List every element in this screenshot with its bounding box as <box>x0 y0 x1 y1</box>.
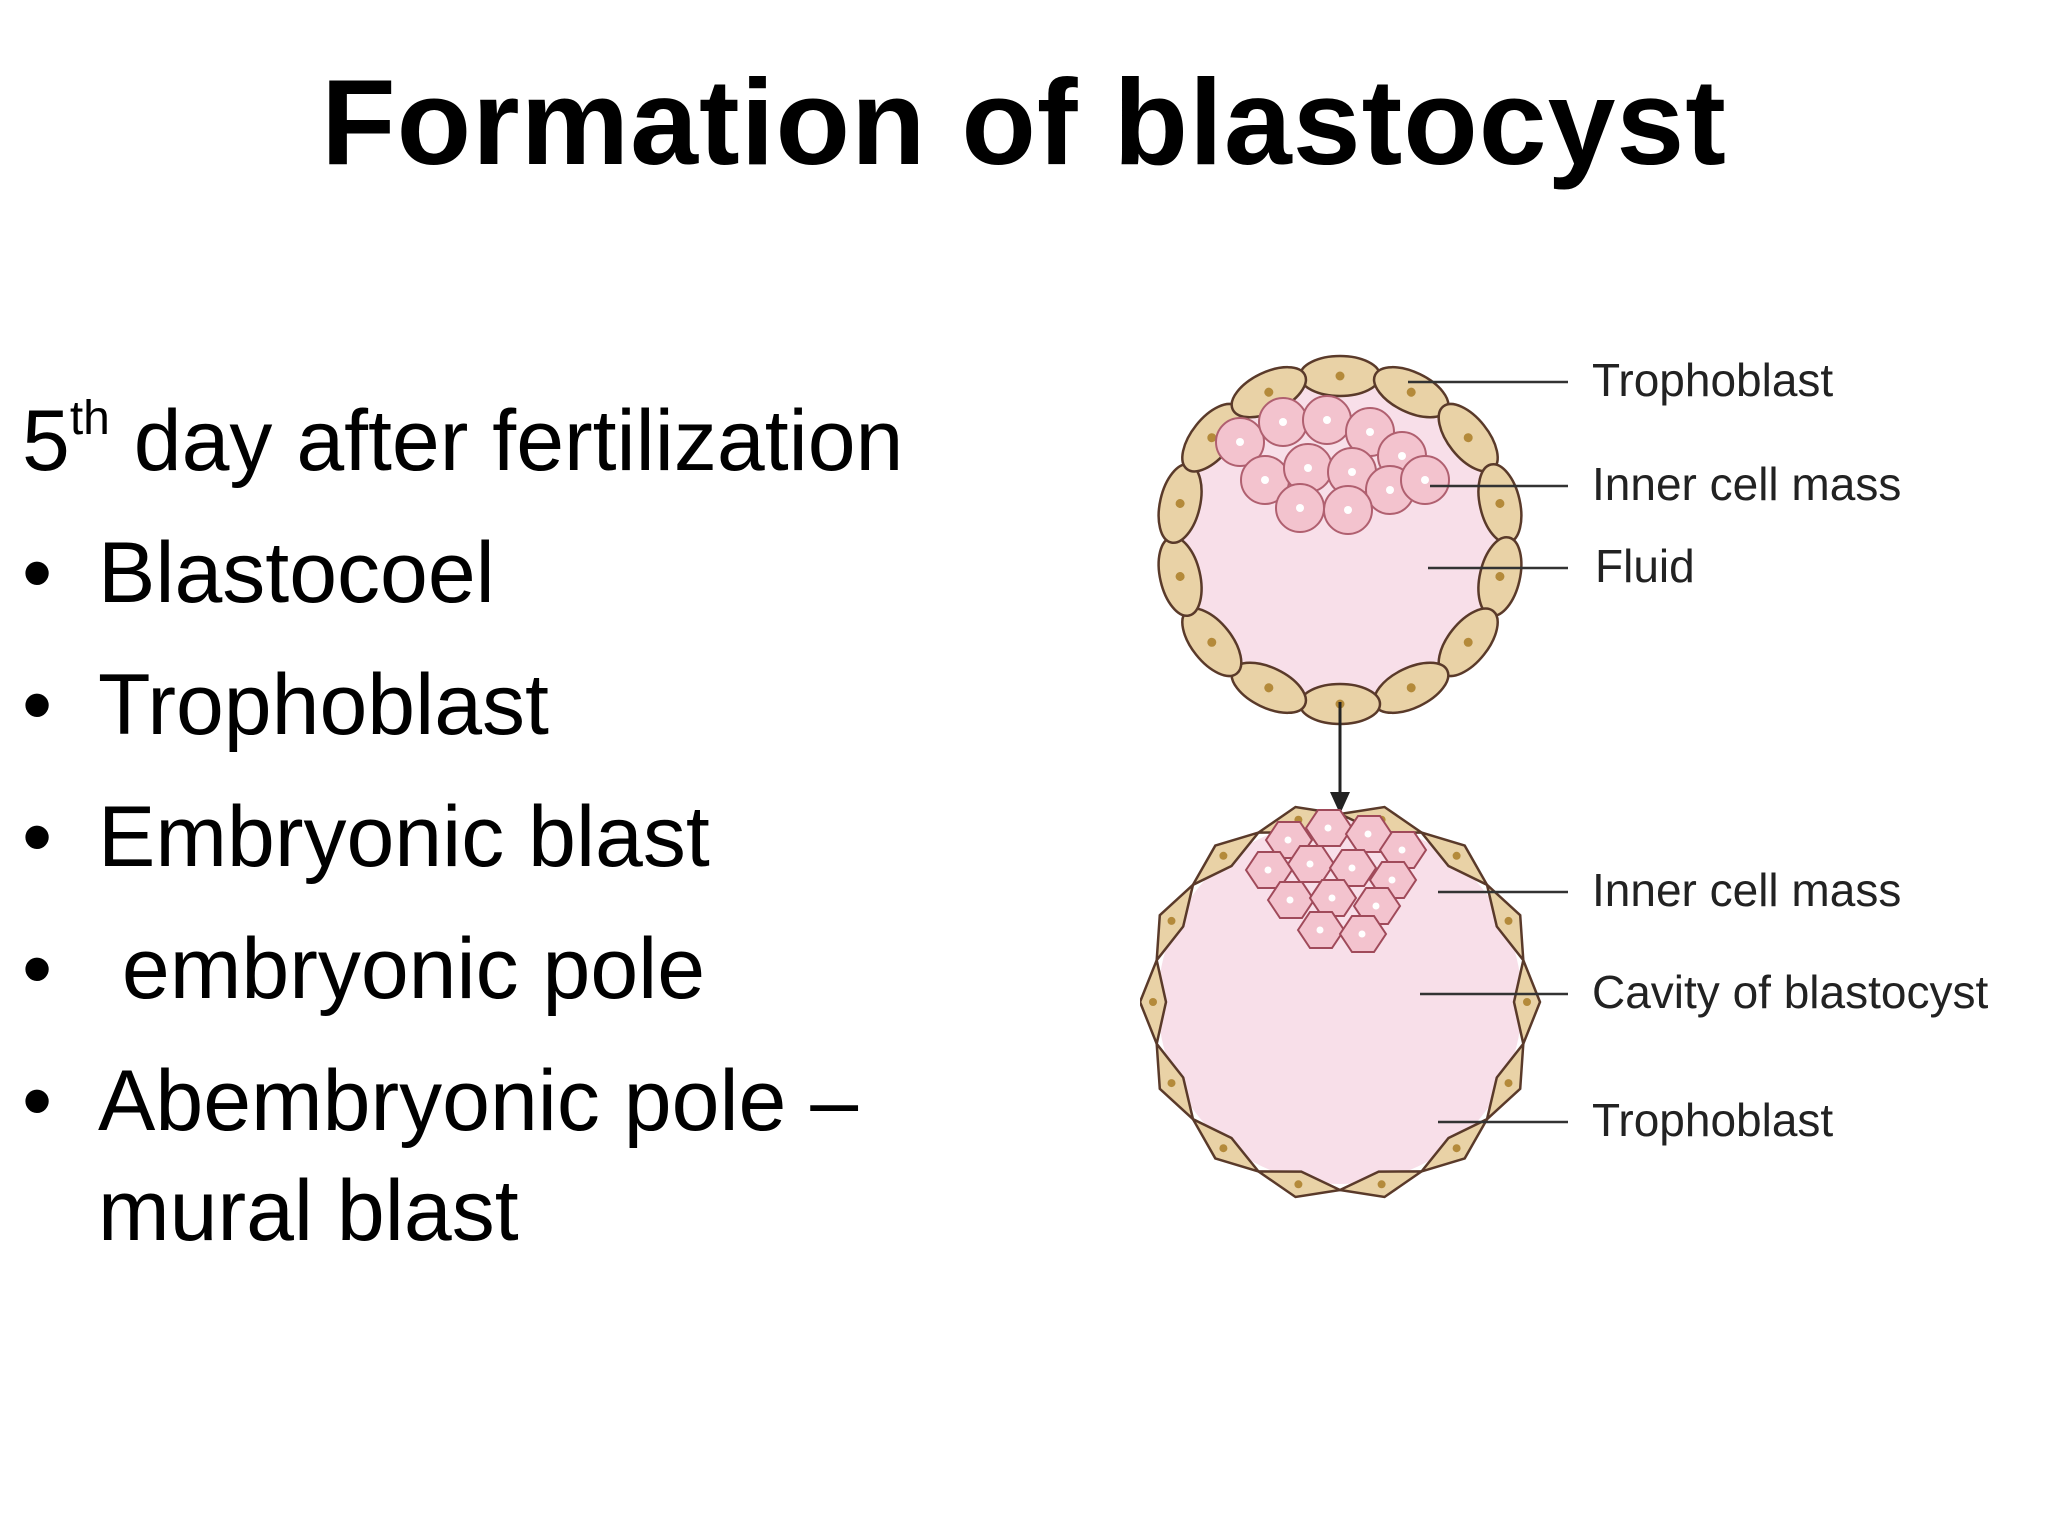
icm-cell-nucleus <box>1306 860 1314 868</box>
bullet-marker: • <box>22 921 53 1017</box>
trophoblast-nucleus <box>1207 433 1217 443</box>
icm-cell-nucleus <box>1286 896 1294 904</box>
diagram-labels: Trophoblast Inner cell mass Fluid Inner … <box>1592 354 1988 1146</box>
bullet-list: • Blastocoel • Trophoblast • Embryonic b… <box>22 507 1082 1266</box>
icm-cell-nucleus <box>1372 902 1380 910</box>
icm-cell-nucleus <box>1348 864 1356 872</box>
bullet-marker: • <box>22 1053 53 1149</box>
trophoblast-nucleus <box>1406 387 1416 397</box>
icm-cell-nucleus <box>1328 894 1336 902</box>
flat-trophoblast-nucleus <box>1149 998 1157 1006</box>
inner-cell-nucleus <box>1304 464 1312 472</box>
arrow-head <box>1330 792 1350 814</box>
icm-cell-nucleus <box>1388 876 1396 884</box>
leader-lines <box>1408 380 1568 1124</box>
flat-trophoblast-nucleus <box>1219 1144 1228 1153</box>
bullet-item-abembryonic-pole: • Abembryonic pole – mural blast <box>22 1035 1082 1266</box>
intro-day-text: day after fertilization <box>109 393 904 489</box>
trophoblast-nucleus <box>1264 683 1274 693</box>
stage-arrow <box>1330 702 1350 814</box>
bullet-text-continuation: mural blast <box>98 1163 519 1259</box>
flat-trophoblast-nucleus <box>1167 916 1176 925</box>
bullet-item-embryonic-pole: • embryonic pole <box>22 903 1082 1035</box>
flat-trophoblast-nucleus <box>1452 1144 1461 1153</box>
inner-cell-nucleus <box>1398 452 1406 460</box>
label-bottom-cavity: Cavity of blastocyst <box>1592 966 1988 1018</box>
intro-day-number: 5 <box>22 393 70 489</box>
flat-trophoblast-nucleus <box>1504 916 1513 925</box>
icm-cell-nucleus <box>1264 866 1272 874</box>
flat-trophoblast-nucleus <box>1377 1180 1386 1189</box>
inner-cell-nucleus <box>1279 418 1287 426</box>
trophoblast-nucleus <box>1463 637 1473 647</box>
bullet-marker: • <box>22 525 53 621</box>
inner-cell-nucleus <box>1344 506 1352 514</box>
label-bottom-trophoblast: Trophoblast <box>1592 1094 1833 1146</box>
flat-trophoblast-nucleus <box>1219 851 1228 860</box>
trophoblast-nucleus <box>1495 499 1505 508</box>
late-blastocyst <box>1140 805 1542 1199</box>
intro-line: 5th day after fertilization <box>22 375 1082 507</box>
icm-cell-nucleus <box>1324 824 1332 832</box>
bullet-item-trophoblast: • Trophoblast <box>22 639 1082 771</box>
inner-cell-nucleus <box>1236 438 1244 446</box>
icm-cell-nucleus <box>1398 846 1406 854</box>
flat-trophoblast-nucleus <box>1167 1079 1176 1088</box>
bullet-text: Abembryonic pole – <box>98 1053 859 1149</box>
early-blastocyst <box>1157 354 1523 726</box>
bullet-text: Embryonic blast <box>98 789 710 885</box>
blastocyst-cavity <box>1158 820 1522 1184</box>
trophoblast-nucleus <box>1406 683 1416 693</box>
bullet-text: embryonic pole <box>98 921 706 1017</box>
slide-title: Formation of blastocyst <box>321 54 1727 190</box>
label-bottom-inner-cell-mass: Inner cell mass <box>1592 864 1901 916</box>
bullet-text: Trophoblast <box>98 657 549 753</box>
inner-cell-nucleus <box>1261 476 1269 484</box>
inner-cell-nucleus <box>1421 476 1429 484</box>
trophoblast-nucleus <box>1175 499 1185 508</box>
flat-trophoblast-nucleus <box>1294 1180 1303 1189</box>
flat-trophoblast-nucleus <box>1523 998 1531 1006</box>
bullet-text-multiline: Abembryonic pole – mural blast <box>98 1035 1082 1266</box>
inner-cell-nucleus <box>1323 416 1331 424</box>
inner-cell-nucleus <box>1348 468 1356 476</box>
trophoblast-nucleus <box>1175 572 1185 581</box>
blastocyst-diagram: Trophoblast Inner cell mass Fluid Inner … <box>1140 354 1988 1199</box>
bullet-item-embryonic-blast: • Embryonic blast <box>22 771 1082 903</box>
trophoblast-nucleus <box>1463 433 1473 443</box>
intro-day-superscript: th <box>69 392 110 446</box>
inner-cell-nucleus <box>1296 504 1304 512</box>
icm-cell-nucleus <box>1316 926 1324 934</box>
trophoblast-nucleus <box>1264 387 1274 397</box>
slide-text-block: 5th day after fertilization • Blastocoel… <box>22 375 1082 1266</box>
label-top-fluid: Fluid <box>1595 540 1695 592</box>
trophoblast-nucleus <box>1207 637 1217 647</box>
bullet-marker: • <box>22 789 53 885</box>
bullet-marker: • <box>22 657 53 753</box>
bullet-item-blastocoel: • Blastocoel <box>22 507 1082 639</box>
flat-trophoblast-nucleus <box>1452 851 1461 860</box>
icm-cell-nucleus <box>1358 930 1366 938</box>
trophoblast-nucleus <box>1335 371 1345 381</box>
inner-cell-nucleus <box>1386 486 1394 494</box>
label-top-inner-cell-mass: Inner cell mass <box>1592 458 1901 510</box>
icm-cell-nucleus <box>1284 836 1292 844</box>
trophoblast-nucleus <box>1495 572 1505 581</box>
trophoblast-cell <box>1298 354 1382 398</box>
icm-cell-nucleus <box>1364 830 1372 838</box>
bullet-text: Blastocoel <box>98 525 495 621</box>
inner-cell-nucleus <box>1366 428 1374 436</box>
flat-trophoblast-nucleus <box>1504 1079 1513 1088</box>
blastocyst-figure: Trophoblast Inner cell mass Fluid Inner … <box>1140 340 2048 1536</box>
label-top-trophoblast: Trophoblast <box>1592 354 1833 406</box>
